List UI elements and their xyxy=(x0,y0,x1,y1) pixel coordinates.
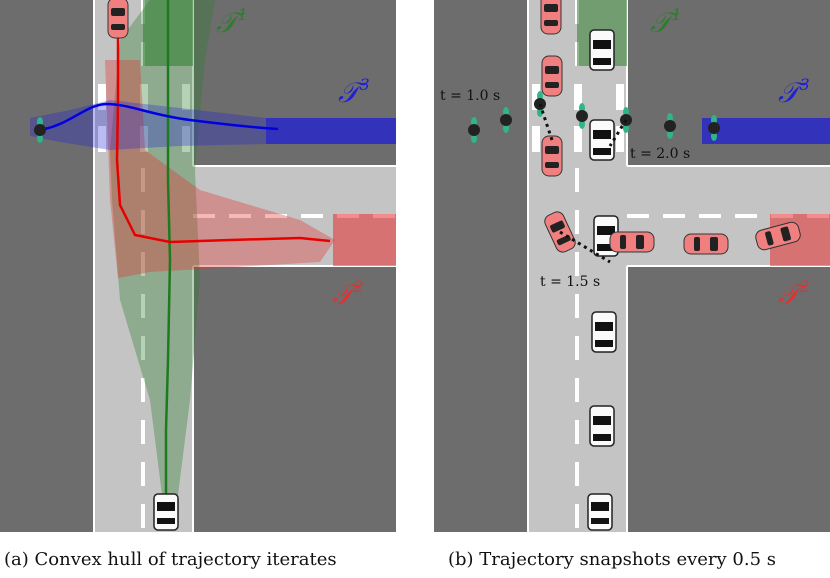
pedestrian xyxy=(534,91,546,117)
pedestrian xyxy=(34,117,46,143)
red-car xyxy=(755,221,801,251)
caption-panel-a: (a) Convex hull of trajectory iterates xyxy=(4,549,337,570)
trajectory-green xyxy=(164,0,172,495)
target-region-3 xyxy=(702,118,830,144)
pedestrian xyxy=(708,115,720,141)
block-southeast xyxy=(627,266,830,532)
time-connectors xyxy=(538,103,628,264)
white-car xyxy=(589,29,615,71)
pedestrian xyxy=(468,117,480,143)
crosswalk xyxy=(98,84,190,152)
convex-hull-red xyxy=(105,60,335,278)
annotation-t1-0: t = 1.0 s xyxy=(440,88,500,104)
red-car xyxy=(609,231,655,253)
panel-a-canvas: 𝒯1 𝒯2 𝒯3 xyxy=(0,0,396,532)
pedestrian xyxy=(500,107,512,133)
panel-b-canvas: t = 1.0 s t = 1.5 s t = 2.0 s 𝒯1 𝒯2 𝒯3 xyxy=(434,0,830,532)
trajectory-red xyxy=(115,36,331,244)
annotation-t1-5: t = 1.5 s xyxy=(540,274,600,290)
white-car xyxy=(153,493,179,531)
trajectory-blue xyxy=(39,102,279,132)
convex-hull-green xyxy=(110,0,215,495)
target-region-3 xyxy=(266,118,396,144)
red-car xyxy=(107,0,129,39)
red-car xyxy=(540,0,562,35)
red-car xyxy=(541,135,563,177)
caption-panel-b: (b) Trajectory snapshots every 0.5 s xyxy=(448,549,777,570)
pedestrian-snapshots xyxy=(468,91,720,143)
block-west xyxy=(434,0,528,532)
target-region-2 xyxy=(333,214,396,266)
pedestrian xyxy=(664,113,676,139)
white-car xyxy=(589,119,615,161)
white-car xyxy=(589,405,615,447)
white-car xyxy=(587,493,613,531)
crosswalk xyxy=(532,84,624,152)
red-car xyxy=(683,233,729,255)
convex-hull-blue xyxy=(30,100,266,150)
red-car xyxy=(541,55,563,97)
pedestrian xyxy=(576,103,588,129)
block-west xyxy=(0,0,94,532)
white-car-snapshots xyxy=(587,29,619,531)
panel-snapshots: t = 1.0 s t = 1.5 s t = 2.0 s 𝒯1 𝒯2 𝒯3 xyxy=(434,0,830,532)
panel-convex-hull: 𝒯1 𝒯2 𝒯3 xyxy=(0,0,396,532)
block-southeast xyxy=(193,266,396,532)
annotation-t2-0: t = 2.0 s xyxy=(630,146,690,162)
white-car xyxy=(591,311,617,353)
